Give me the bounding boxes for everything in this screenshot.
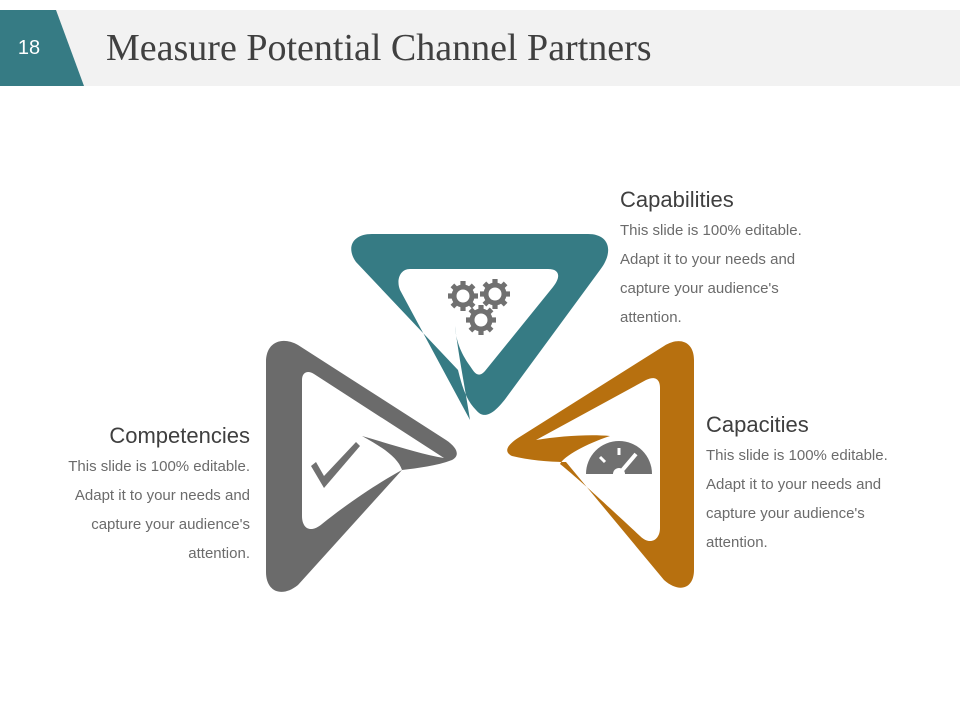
capabilities-line: attention.: [620, 309, 682, 326]
capabilities-triangle: [351, 234, 609, 420]
competencies-line: attention.: [188, 545, 250, 562]
speedometer-icon: [586, 441, 652, 480]
capabilities-heading: Capabilities: [620, 187, 734, 212]
competencies-line: This slide is 100% editable.: [68, 458, 250, 475]
competencies-description: This slide is 100% editable. Adapt it to…: [20, 452, 250, 568]
capabilities-description: This slide is 100% editable. Adapt it to…: [620, 216, 880, 332]
competencies-line: Adapt it to your needs and: [74, 487, 250, 504]
capacities-block: Capacities This slide is 100% editable. …: [706, 411, 946, 557]
capacities-description: This slide is 100% editable. Adapt it to…: [706, 441, 946, 557]
competencies-heading: Competencies: [109, 423, 250, 448]
capabilities-line: Adapt it to your needs and: [620, 251, 796, 268]
slide-number: 18: [17, 36, 41, 59]
capacities-line: This slide is 100% editable.: [706, 447, 888, 464]
capabilities-block: Capabilities This slide is 100% editable…: [620, 186, 880, 332]
header-bar: [0, 10, 960, 86]
slide-title: Measure Potential Channel Partners: [106, 27, 652, 69]
capacities-heading: Capacities: [706, 412, 809, 437]
competencies-triangle: [266, 340, 457, 592]
slide-number-tab: [0, 10, 84, 86]
capabilities-line: capture your audience's: [620, 280, 779, 297]
capacities-triangle: [507, 341, 694, 588]
gears-icon: [448, 279, 510, 335]
competencies-line: capture your audience's: [91, 516, 250, 533]
checkmark-icon: [311, 442, 360, 488]
capacities-line: capture your audience's: [706, 505, 865, 522]
capabilities-line: This slide is 100% editable.: [620, 222, 802, 239]
capacities-line: attention.: [706, 534, 768, 551]
competencies-block: Competencies This slide is 100% editable…: [20, 422, 250, 568]
capacities-line: Adapt it to your needs and: [706, 476, 882, 493]
